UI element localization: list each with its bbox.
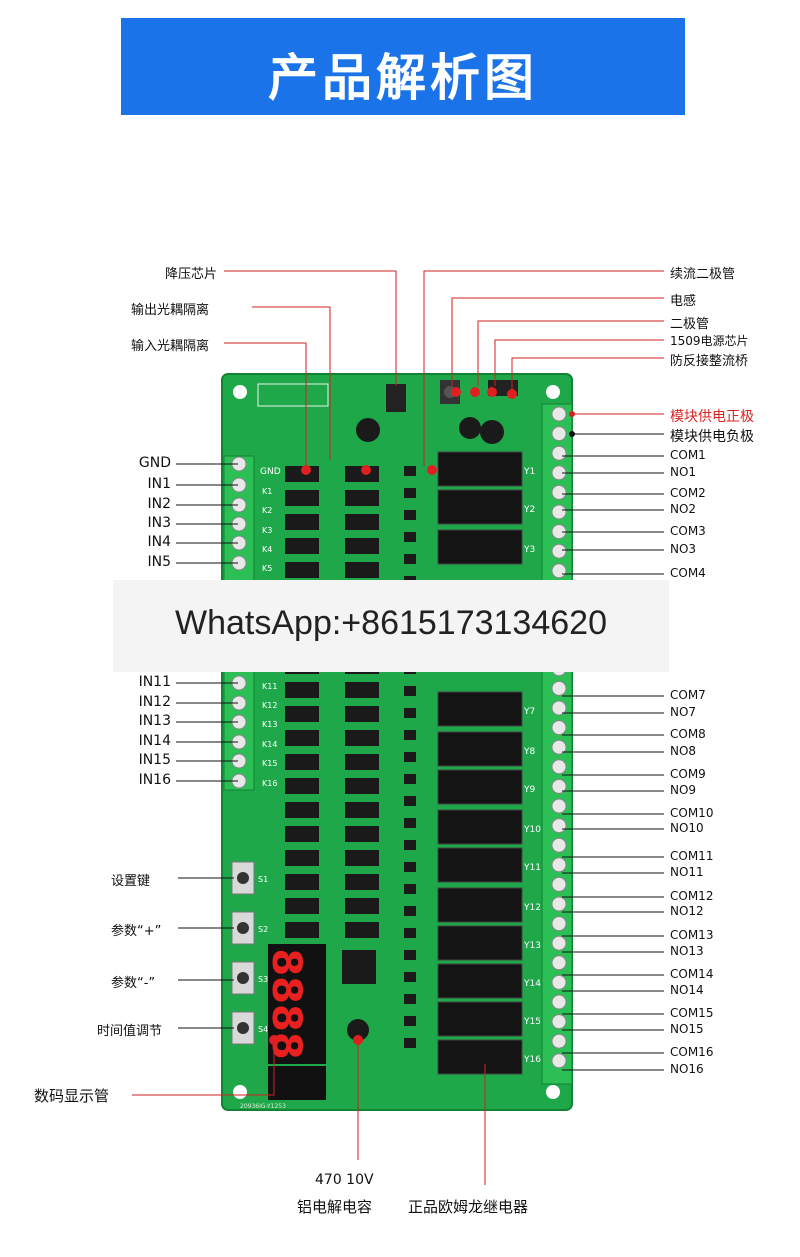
label-inductor: 电感 bbox=[670, 294, 697, 309]
input-label-in13: IN13 bbox=[138, 713, 171, 729]
k-label: K15 bbox=[262, 759, 277, 768]
switch-label: S4 bbox=[258, 1025, 268, 1034]
mcu-chip bbox=[342, 950, 376, 984]
output-label-com10: COM10 bbox=[670, 806, 714, 820]
output-label-com1: COM1 bbox=[670, 448, 706, 462]
label-capacitor-name: 铝电解电容 bbox=[297, 1198, 373, 1216]
relay-tag: Y11 bbox=[523, 863, 541, 873]
k-label: K16 bbox=[262, 779, 277, 788]
k-label: K1 bbox=[262, 487, 272, 496]
output-label-no16: NO16 bbox=[670, 1062, 704, 1076]
switch-label: S1 bbox=[258, 875, 268, 884]
label-diode: 二极管 bbox=[670, 317, 710, 332]
led-display bbox=[268, 944, 326, 1064]
output-label-no8: NO8 bbox=[670, 744, 697, 758]
output-label-com2: COM2 bbox=[670, 486, 706, 500]
output-label-no10: NO10 bbox=[670, 821, 704, 835]
input-label-in2: IN2 bbox=[147, 496, 171, 512]
input-label-in15: IN15 bbox=[138, 752, 171, 768]
input-label-in1: IN1 bbox=[147, 476, 171, 492]
label-param-plus: 参数“+” bbox=[111, 924, 162, 939]
input-label-in3: IN3 bbox=[147, 515, 171, 531]
input-label-gnd: GND bbox=[138, 455, 171, 471]
output-label-no3: NO3 bbox=[670, 542, 697, 556]
label-digital-display: 数码显示管 bbox=[34, 1087, 110, 1105]
relay-tag: Y12 bbox=[523, 903, 541, 913]
relay-tag: Y9 bbox=[523, 785, 535, 795]
relay-tag: Y1 bbox=[523, 467, 535, 477]
output-label-com13: COM13 bbox=[670, 928, 714, 942]
output-label-no12: NO12 bbox=[670, 904, 704, 918]
output-label-com11: COM11 bbox=[670, 849, 714, 863]
output-label-no11: NO11 bbox=[670, 865, 704, 879]
k-label: K5 bbox=[262, 564, 272, 573]
whatsapp-text: WhatsApp:+8615173134620 bbox=[175, 604, 607, 642]
k-label: K14 bbox=[262, 740, 277, 749]
label-time-adjust: 时间值调节 bbox=[97, 1024, 163, 1039]
output-label-com12: COM12 bbox=[670, 889, 714, 903]
label-reverse-bridge: 防反接整流桥 bbox=[670, 354, 749, 369]
k-label: K12 bbox=[262, 701, 277, 710]
input-label-in14: IN14 bbox=[138, 733, 171, 749]
electrolytic-capacitor bbox=[347, 1019, 369, 1041]
input-label-in11: IN11 bbox=[138, 674, 171, 690]
label-power-chip: 1509电源芯片 bbox=[670, 334, 749, 348]
input-label-in16: IN16 bbox=[138, 772, 171, 788]
input-label-in4: IN4 bbox=[147, 534, 171, 550]
output-label-com3: COM3 bbox=[670, 524, 706, 538]
led-digits: 8888 bbox=[263, 948, 309, 1059]
output-label-no1: NO1 bbox=[670, 465, 697, 479]
output-label-no7: NO7 bbox=[670, 705, 697, 719]
switch-label: S2 bbox=[258, 925, 268, 934]
label-supply-negative: 模块供电负极 bbox=[670, 429, 754, 445]
relay-tag: Y8 bbox=[523, 747, 535, 757]
relay-tag: Y15 bbox=[523, 1017, 541, 1027]
output-label-com7: COM7 bbox=[670, 688, 706, 702]
k-label: K3 bbox=[262, 526, 272, 535]
label-buck-chip: 降压芯片 bbox=[165, 267, 218, 282]
output-label-no13: NO13 bbox=[670, 944, 704, 958]
gnd-board-label: GND bbox=[260, 467, 281, 477]
input-label-in12: IN12 bbox=[138, 694, 171, 710]
relay-tag: Y14 bbox=[523, 979, 541, 989]
label-output-optocoupler: 输出光耦隔离 bbox=[131, 303, 210, 318]
label-freewheel-diode: 续流二极管 bbox=[670, 267, 736, 282]
relay-tag: Y2 bbox=[523, 505, 535, 515]
k-label: K13 bbox=[262, 720, 277, 729]
whatsapp-watermark: WhatsApp:+8615173134620 bbox=[113, 580, 669, 672]
relay-tag: Y13 bbox=[523, 941, 541, 951]
output-label-com9: COM9 bbox=[670, 767, 706, 781]
output-label-com8: COM8 bbox=[670, 727, 706, 741]
title-banner: 产品解析图 bbox=[121, 18, 685, 115]
label-relay-name: 正品欧姆龙继电器 bbox=[408, 1198, 529, 1216]
svg-text:20936IG-Y1253: 20936IG-Y1253 bbox=[240, 1103, 286, 1110]
relay-tag: Y10 bbox=[523, 825, 541, 835]
switch-label: S3 bbox=[258, 975, 268, 984]
k-label: K11 bbox=[262, 682, 277, 691]
label-capacitor-value: 470 10V bbox=[315, 1172, 374, 1188]
output-label-com15: COM15 bbox=[670, 1006, 714, 1020]
output-label-no14: NO14 bbox=[670, 983, 704, 997]
output-label-no2: NO2 bbox=[670, 502, 697, 516]
label-set-key: 设置键 bbox=[111, 874, 151, 889]
k-label: K4 bbox=[262, 545, 272, 554]
output-label-com14: COM14 bbox=[670, 967, 714, 981]
k-label: K2 bbox=[262, 506, 272, 515]
relay-tag: Y16 bbox=[523, 1055, 541, 1065]
label-supply-positive: 模块供电正极 bbox=[670, 409, 754, 425]
output-label-no15: NO15 bbox=[670, 1022, 704, 1036]
relay-tag: Y7 bbox=[523, 707, 535, 717]
output-label-no9: NO9 bbox=[670, 783, 697, 797]
label-param-minus: 参数“-” bbox=[111, 976, 156, 991]
label-input-optocoupler: 输入光耦隔离 bbox=[131, 339, 210, 354]
banner-title: 产品解析图 bbox=[268, 49, 538, 107]
output-label-com16: COM16 bbox=[670, 1045, 714, 1059]
input-label-in5: IN5 bbox=[147, 554, 171, 570]
capacitor-top-1 bbox=[356, 418, 380, 442]
relay-tag: Y3 bbox=[523, 545, 535, 555]
output-label-com4: COM4 bbox=[670, 566, 706, 580]
